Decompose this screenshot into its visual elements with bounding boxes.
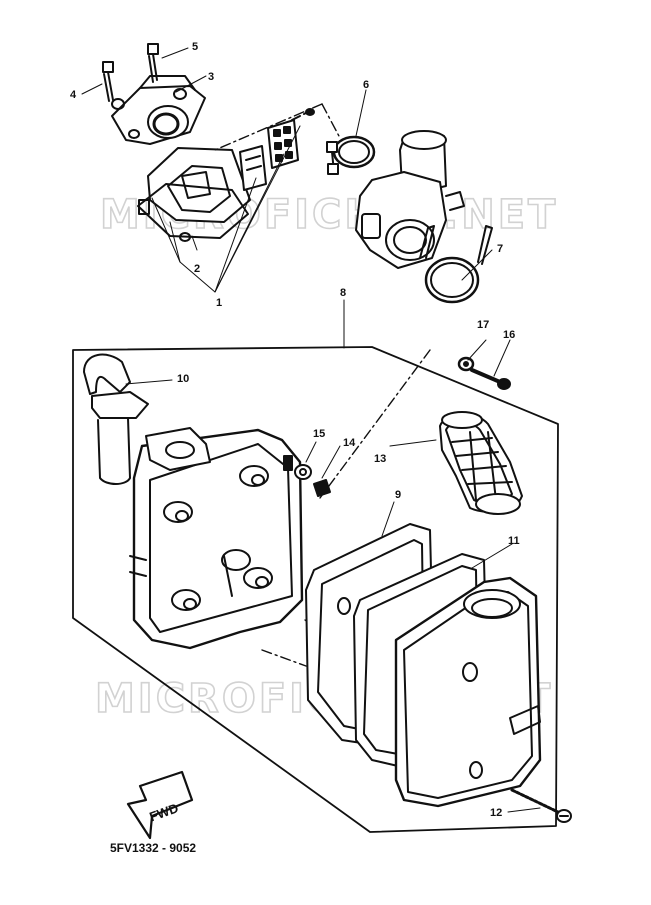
bolt-4: [102, 61, 114, 102]
intake-manifold-3: [111, 75, 206, 145]
callout-4: 4: [70, 89, 77, 101]
grommet-14: [313, 479, 331, 497]
reed-screws: [291, 108, 315, 121]
callout-9: 9: [395, 489, 401, 501]
callout-1: 1: [216, 297, 222, 309]
air-filter-case: [129, 427, 304, 650]
intake-joint-13: [439, 411, 523, 515]
screw-12: [510, 788, 572, 823]
washer-17: [457, 356, 475, 372]
hose-clamp-7: [419, 225, 493, 304]
assembly-boundary: [72, 346, 559, 833]
callout-15: 15: [313, 428, 325, 440]
callout-7: 7: [497, 243, 503, 255]
callout-6: 6: [363, 79, 369, 91]
callout-17: 17: [477, 319, 489, 331]
reed-stopper-right: [267, 119, 299, 169]
callout-8: 8: [340, 287, 346, 299]
reed-stopper-left: [239, 145, 267, 191]
gasket-2: [137, 183, 249, 242]
fwd-arrow-icon: [126, 770, 194, 840]
bolt-16: [470, 368, 511, 390]
callout-3: 3: [208, 71, 214, 83]
callout-12: 12: [490, 807, 502, 819]
drawing-code: 5FV1332 - 9052: [110, 841, 196, 855]
callout-16: 16: [503, 329, 515, 341]
collar-15: [283, 455, 312, 480]
leader-lines: [81, 47, 541, 813]
callout-11: 11: [508, 535, 520, 547]
callout-labels: 1 2 3 4 5 6 7 8 9 10 11 12 13 14 15 16 1…: [70, 41, 520, 819]
intake-duct-10: [83, 353, 149, 485]
callout-14: 14: [343, 437, 356, 449]
air-filter-cover: [394, 576, 542, 808]
callout-2: 2: [194, 263, 200, 275]
callout-5: 5: [192, 41, 198, 53]
hose-clamp-6: [326, 135, 376, 175]
callout-10: 10: [177, 373, 189, 385]
callout-13: 13: [374, 453, 386, 465]
